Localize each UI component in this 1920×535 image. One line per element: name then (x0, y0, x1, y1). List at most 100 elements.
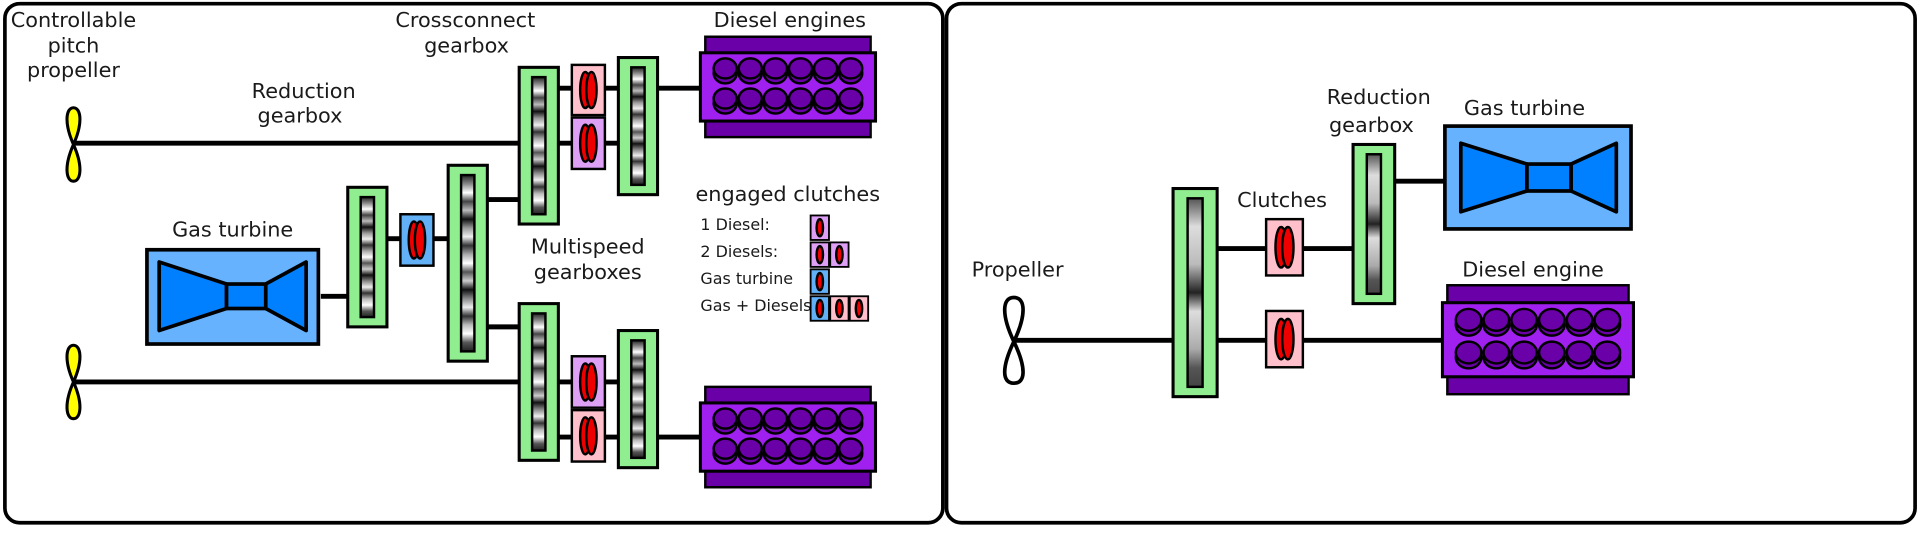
clutch-plate (585, 416, 598, 456)
label-propeller-right: Propeller (972, 258, 1064, 282)
cylinder-head (837, 437, 864, 460)
cylinder-head (737, 57, 764, 80)
label-gas-turbine-left: Gas turbine (172, 217, 293, 241)
legend-clutch-plate (854, 298, 864, 319)
left-diesel-engines (698, 35, 878, 489)
gearbox (517, 302, 560, 462)
cylinder-head (787, 407, 814, 430)
gearbox (1171, 187, 1219, 399)
cylinder-head (1565, 340, 1594, 365)
cylinder-head (787, 87, 814, 110)
cylinder-head (812, 57, 839, 80)
cylinder-head (1482, 307, 1511, 332)
clutch (570, 63, 607, 117)
legend-clutch-icon (829, 295, 850, 322)
clutch-plate (1280, 317, 1295, 361)
label-reduction-gearbox-line1: Reduction (252, 79, 356, 103)
label-multispeed-line1: Multispeed (531, 234, 645, 258)
cylinder-head (1454, 340, 1483, 365)
clutch (570, 408, 607, 463)
controllable-pitch-propeller-top (65, 106, 82, 183)
cylinder-head (712, 437, 738, 460)
legend-clutch-plate (834, 298, 844, 319)
label-clutches: Clutches (1237, 188, 1327, 212)
cylinder-head (712, 87, 738, 110)
legend-clutch-plate (834, 244, 844, 265)
legend-clutch-plate (815, 244, 825, 265)
right-gearboxes (1171, 142, 1397, 399)
label-cpp-line1: Controllable (11, 8, 136, 32)
label-diesel-engine-right: Diesel engine (1462, 258, 1604, 282)
cylinder-head (837, 87, 864, 110)
legend-clutch-icon (829, 241, 850, 268)
gas-turbine-left (145, 247, 321, 346)
cylinder-head (837, 57, 864, 80)
diesel-engine (698, 35, 878, 139)
cylinder-head (1510, 340, 1539, 365)
legend-clutch-icon (809, 241, 830, 268)
cylinder-head (1454, 307, 1483, 332)
controllable-pitch-propeller-bottom (65, 343, 82, 421)
label-cpp-line2: pitch (48, 34, 100, 58)
legend-clutch-icon (809, 214, 830, 241)
right-panel (944, 1, 1917, 525)
legend-clutch-icon (809, 268, 830, 295)
gearbox (616, 329, 660, 470)
gearbox (1351, 142, 1397, 306)
gear-wheel (459, 173, 476, 353)
clutch (1264, 217, 1305, 277)
clutch-plate (585, 123, 598, 163)
clutch-plate (1280, 225, 1295, 269)
cylinder-head (1537, 340, 1566, 365)
legend-title: engaged clutches (696, 182, 881, 206)
gear-wheel (630, 339, 646, 460)
legend-clutch-plate (815, 271, 825, 292)
diesel-engine (698, 385, 878, 489)
clutch (570, 116, 607, 171)
cylinder-head (737, 87, 764, 110)
cylinder-head (737, 437, 764, 460)
label-reduction-gearbox-line2: gearbox (258, 103, 343, 127)
left-clutches (399, 63, 607, 463)
cylinder-head (812, 407, 839, 430)
gear-wheel (1365, 153, 1383, 296)
cylinder-head (787, 57, 814, 80)
legend-row-label: 1 Diesel: (700, 215, 769, 234)
cylinder-head (1537, 307, 1566, 332)
right-clutches (1264, 217, 1305, 369)
gear-wheel (359, 195, 376, 319)
right-diesel-engine (1440, 284, 1635, 396)
cylinder-head (1593, 340, 1622, 365)
label-reduction-gearbox-right-line2: gearbox (1329, 113, 1414, 137)
label-crossconnect-line2: gearbox (424, 34, 509, 58)
gearbox (616, 56, 660, 197)
gearbox (517, 65, 560, 226)
cylinder-head (1510, 307, 1539, 332)
cylinder-head (812, 437, 839, 460)
cylinder-head (1593, 307, 1622, 332)
engaged-clutches-legend: engaged clutches 1 Diesel:2 Diesels:Gas … (696, 182, 881, 322)
clutch-plate (585, 70, 598, 110)
cylinder-head (762, 87, 789, 110)
gearbox (346, 185, 389, 329)
gear-wheel (1186, 197, 1204, 389)
cylinder-head (712, 57, 738, 80)
cylinder-head (762, 57, 789, 80)
label-multispeed-line2: gearboxes (534, 260, 642, 284)
cylinder-head (737, 407, 764, 430)
clutch-plate (585, 362, 598, 402)
label-cpp-line3: propeller (27, 58, 120, 82)
cylinder-head (812, 87, 839, 110)
cylinder-head (712, 407, 738, 430)
cylinder-head (762, 407, 789, 430)
legend-row-label: Gas + Diesels (700, 296, 811, 315)
label-gas-turbine-right: Gas turbine (1464, 96, 1585, 120)
cylinder-head (787, 437, 814, 460)
left-gearboxes (346, 56, 660, 470)
legend-row-label: Gas turbine (700, 269, 793, 288)
label-diesel-engines: Diesel engines (714, 8, 866, 32)
gearbox (446, 163, 489, 363)
gear-wheel (530, 312, 547, 452)
propeller-right (1002, 295, 1025, 386)
